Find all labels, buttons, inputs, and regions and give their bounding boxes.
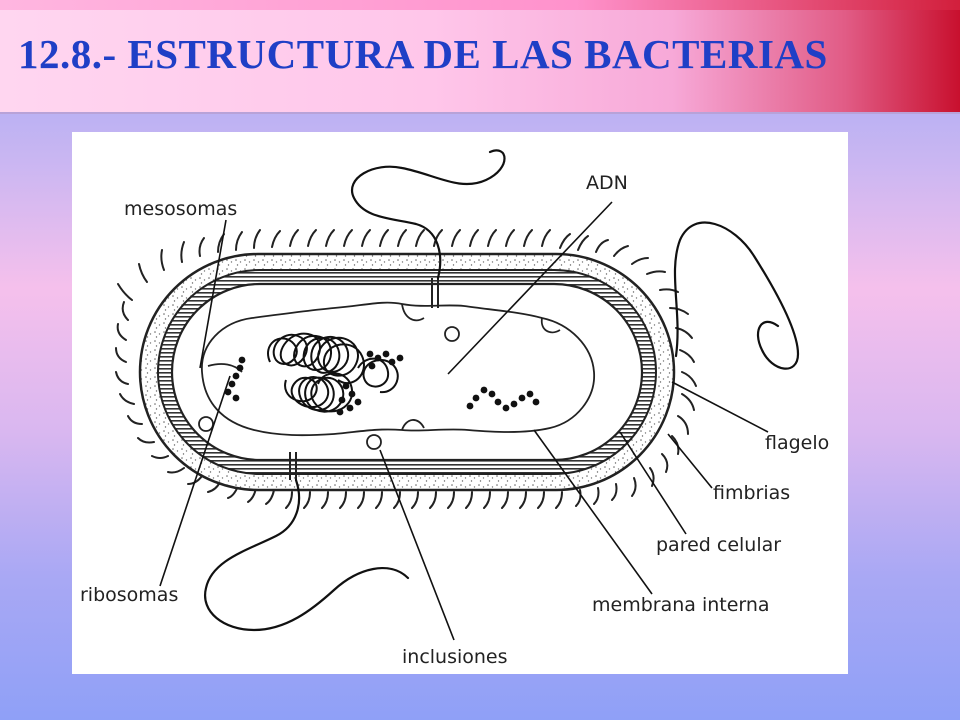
dna-nucleoid: [267, 332, 399, 413]
label-mesosomas: mesosomas: [124, 198, 238, 220]
label-ribosomas: ribosomas: [80, 584, 179, 606]
leader-lines: [159, 201, 769, 641]
label-flagelo: flagelo: [765, 432, 830, 454]
label-membrana-interna: membrana interna: [592, 594, 770, 616]
flagella: [203, 149, 800, 632]
label-pared-celular: pared celular: [656, 534, 782, 556]
label-inclusiones: inclusiones: [402, 646, 508, 668]
bacteria-drawing: [115, 149, 800, 641]
title-bar: 12.8.- ESTRUCTURA DE LAS BACTERIAS: [0, 0, 960, 114]
label-fimbrias: fimbrias: [713, 482, 791, 504]
label-adn: ADN: [586, 172, 628, 194]
cytoplasm-outline: [201, 301, 595, 437]
bacteria-diagram: mesosomas ADN flagelo fimbrias pared cel…: [72, 132, 848, 674]
slide-title: 12.8.- ESTRUCTURA DE LAS BACTERIAS: [18, 31, 828, 77]
ribosomes: [224, 350, 540, 416]
inclusions: [198, 326, 460, 450]
